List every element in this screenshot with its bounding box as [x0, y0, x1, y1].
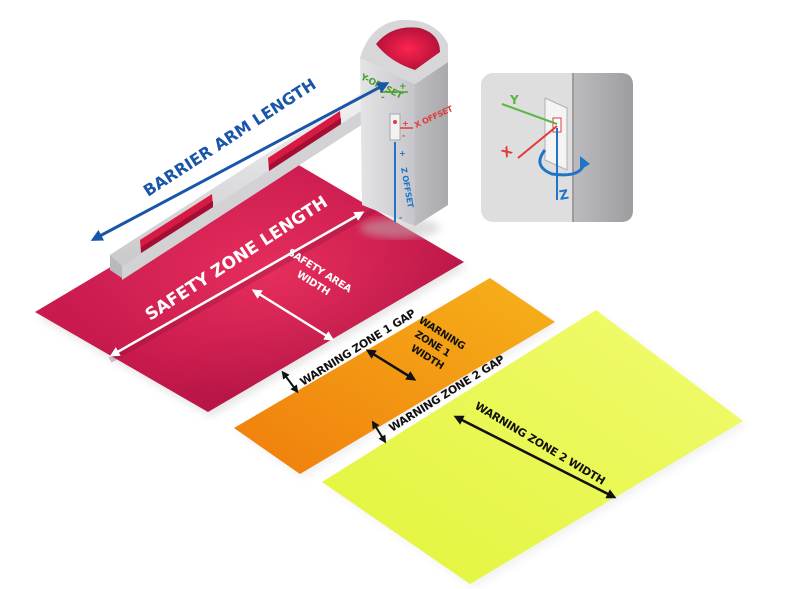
y-offset-plus: + — [399, 82, 407, 92]
safety-area-width-arrow — [251, 289, 335, 341]
inset-rotation-arrow — [538, 149, 586, 177]
z-offset-minus: - — [399, 213, 402, 222]
warning-zone-1-width-arrow — [365, 349, 417, 381]
warning-lamp — [376, 27, 440, 70]
warning-zone-2-gap-arrow — [371, 420, 387, 444]
inset-x-axis — [517, 125, 558, 159]
inset-z-label: Z — [558, 188, 570, 204]
sensor-box — [389, 113, 401, 141]
safety-zone-length-arrow — [109, 211, 365, 357]
x-offset-plus: + — [402, 119, 409, 128]
warning-zone-2-width-arrow — [453, 415, 617, 499]
inset-y-axis — [501, 103, 558, 125]
z-offset-plus: + — [399, 149, 406, 158]
barrier-cabinet — [360, 19, 448, 238]
inset-y-label: Y — [509, 93, 519, 107]
x-offset-minus: - — [402, 131, 405, 140]
axes-inset: Y X Z — [481, 73, 633, 222]
y-offset-minus: - — [381, 93, 385, 103]
warning-zone-1-gap-arrow — [281, 370, 299, 394]
